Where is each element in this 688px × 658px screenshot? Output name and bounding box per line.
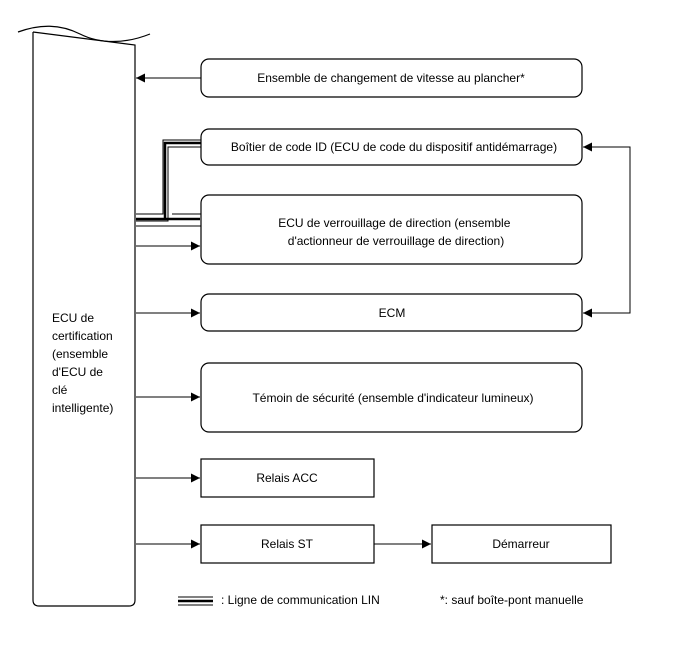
steering-lock-ecu-box: [200, 194, 583, 265]
steering-lock-label-line1: ECU de verrouillage de direction (ensemb…: [278, 216, 510, 230]
lin-bus-lines: [136, 139, 201, 227]
steering-lock-label-line2: d'actionneur de verrouillage de directio…: [288, 234, 504, 248]
svg-text:ECU de certification (: ECU de certification (ensemble d'ECU de …: [52, 311, 116, 415]
ecu-label-line: clé: [52, 383, 68, 397]
starter-label: Démarreur: [492, 537, 549, 551]
ecu-label-line: certification: [52, 329, 113, 343]
ecu-label-line: intelligente): [52, 401, 113, 415]
ecu-label-line: ECU de: [52, 311, 94, 325]
acc-relay-box: [200, 458, 375, 498]
starter-box: [431, 524, 612, 564]
steering-lock-label: ECU de verrouillage de direction (ensemb…: [278, 216, 513, 248]
shift-lever-label: Ensemble de changement de vitesse au pla…: [257, 71, 525, 85]
ecu-label-line: (ensemble: [52, 347, 108, 361]
ecu-label-line: d'ECU de: [52, 365, 103, 379]
security-indicator-label: Témoin de sécurité (ensemble d'indicateu…: [252, 391, 533, 405]
lin-legend-label: : Ligne de communication LIN: [221, 593, 380, 607]
st-relay-label: Relais ST: [261, 537, 314, 551]
ecu-wavy-top: [17, 25, 151, 43]
lin-legend-symbol: [178, 596, 213, 606]
security-indicator-box: [200, 362, 583, 433]
acc-relay-label: Relais ACC: [256, 471, 318, 485]
footnote-label: *: sauf boîte-pont manuelle: [440, 593, 584, 607]
certification-ecu-block: [32, 31, 136, 607]
ecm-box: [200, 293, 583, 332]
ecm-label: ECM: [379, 306, 406, 320]
id-code-box-label: Boîtier de code ID (ECU de code du dispo…: [231, 140, 557, 154]
id-code-ecm-link: [590, 146, 631, 314]
